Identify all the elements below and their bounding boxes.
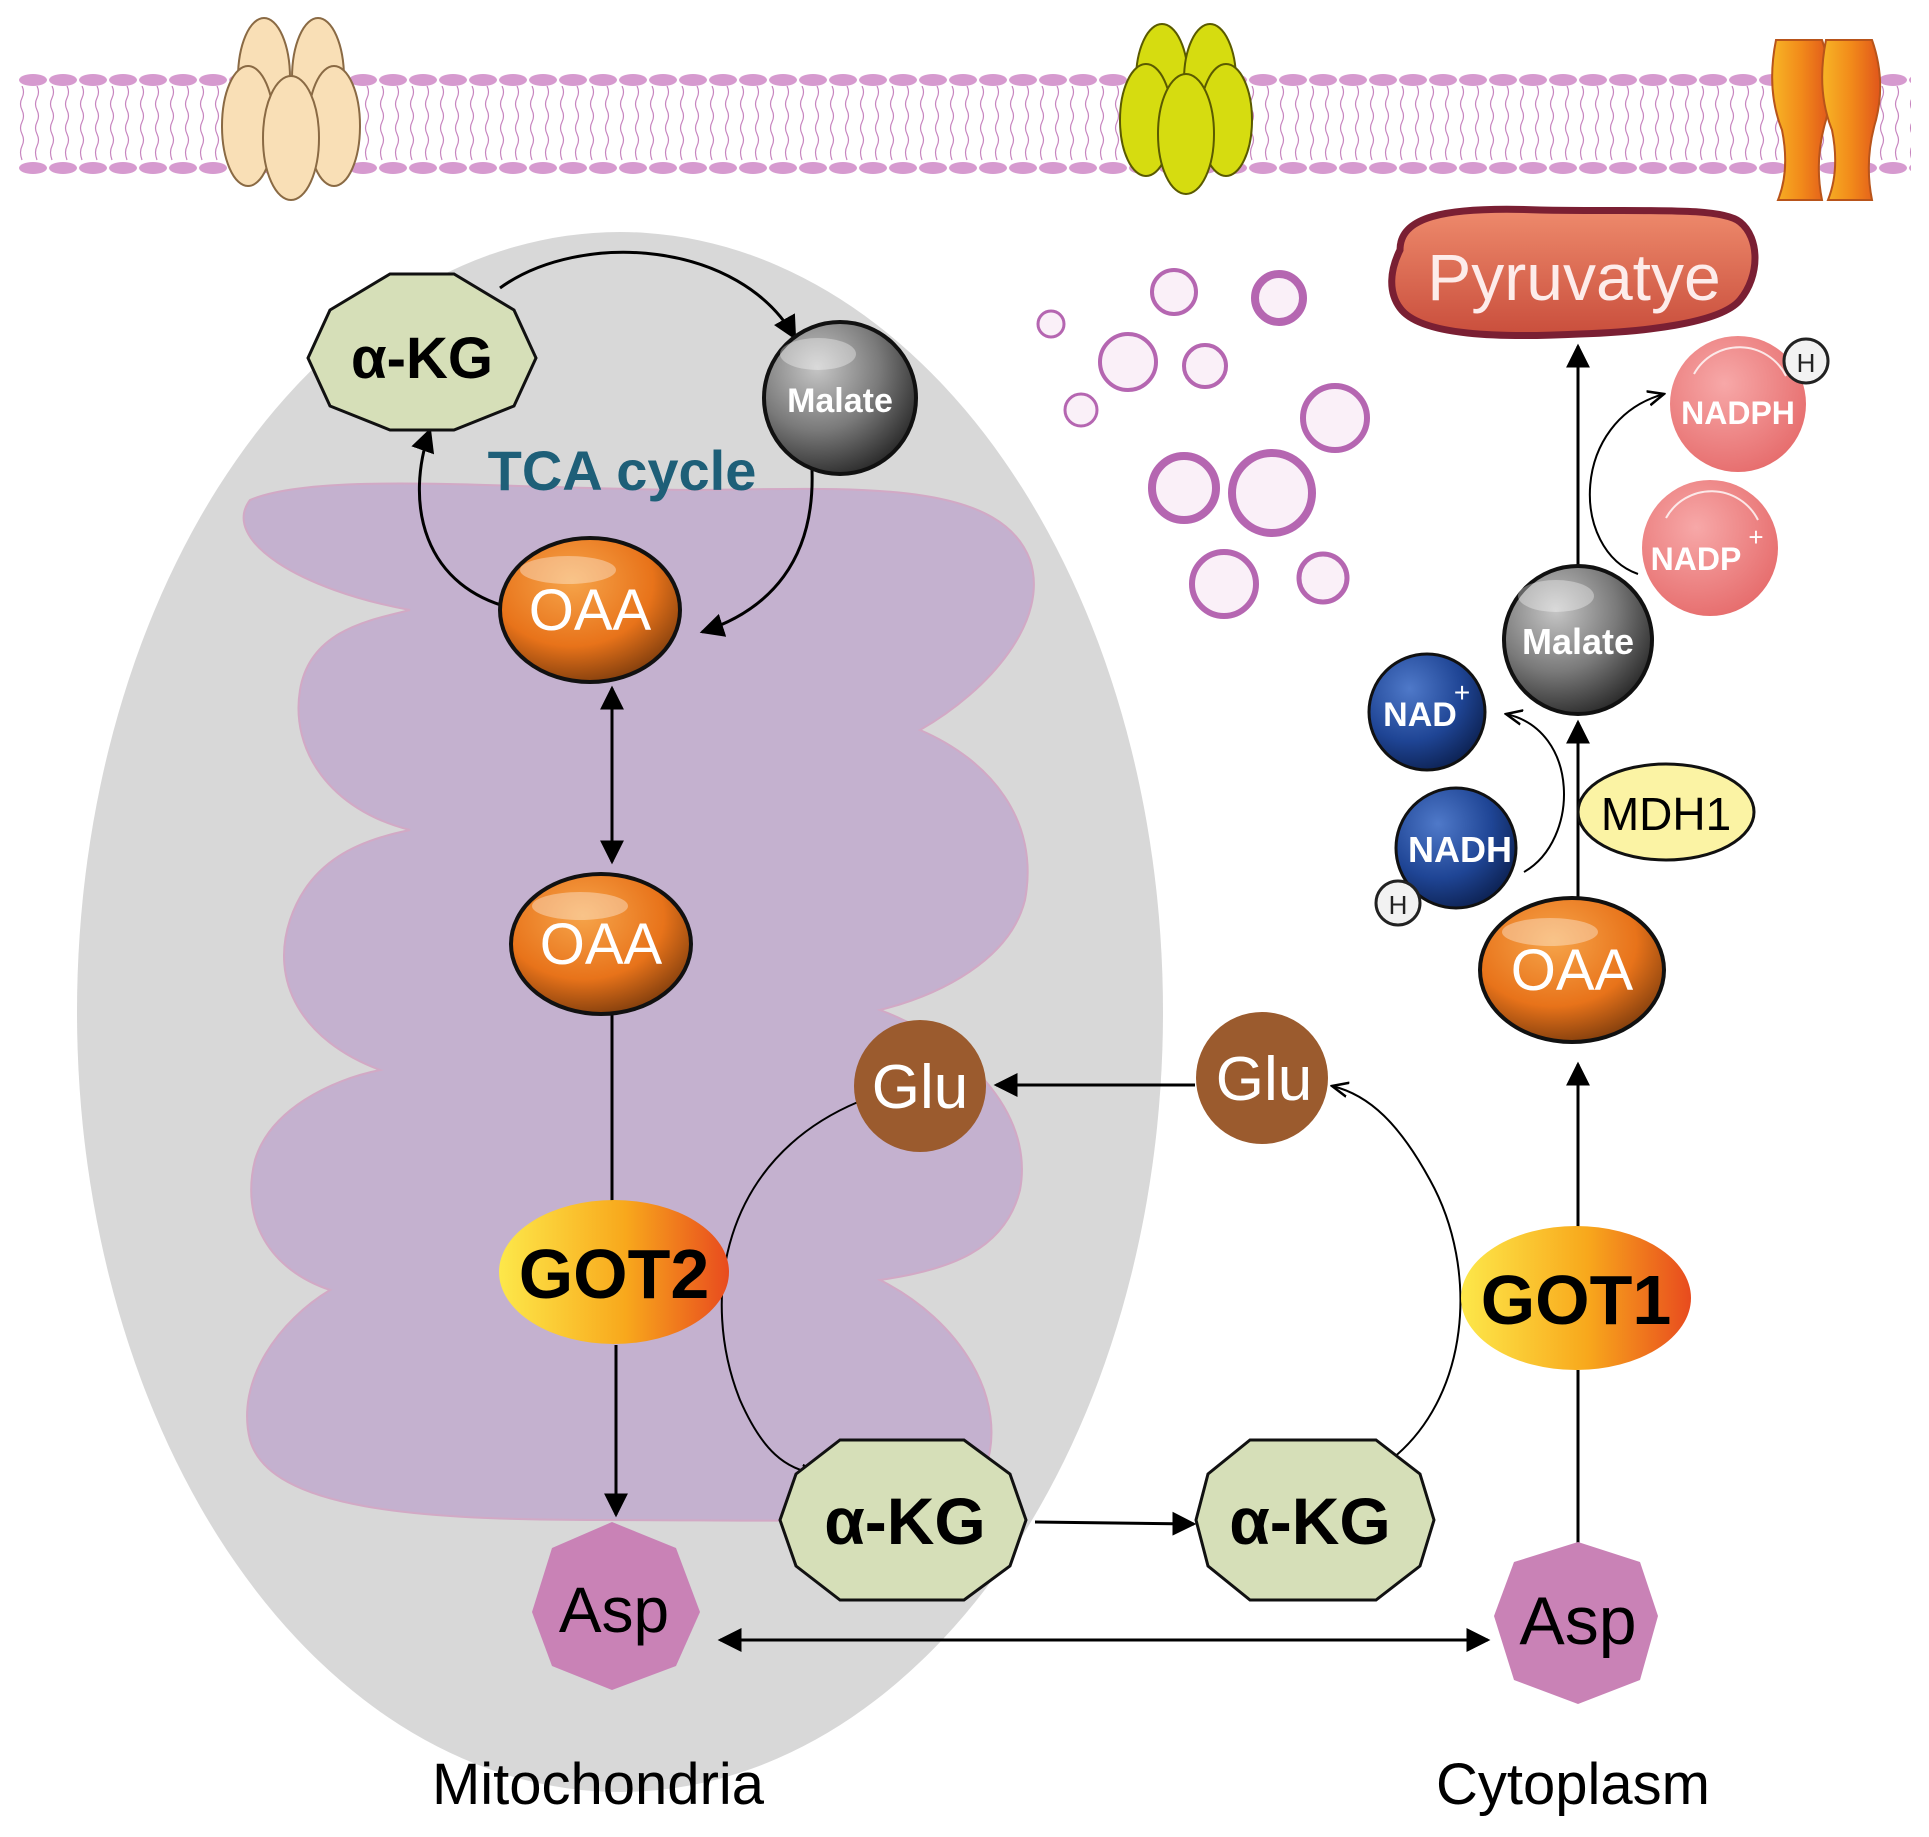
pyruvate-label: Pyruvatye	[1427, 240, 1720, 314]
mdh1-enzyme: MDH1	[1576, 762, 1756, 862]
mito-malate-node: Malate	[762, 320, 918, 476]
mito-oaa-top-label: OAA	[529, 578, 652, 643]
nadh-h-label: H	[1389, 890, 1408, 920]
cyto-oaa-node: OAA	[1478, 896, 1666, 1044]
membrane-channel-orange-icon	[1771, 39, 1882, 201]
nadph-label: NADPH	[1681, 395, 1795, 431]
nadp-plus-node: NADP +	[1642, 480, 1778, 616]
arrow-akg-to-malate	[499, 250, 797, 341]
mito-oaa-mid-node: OAA	[509, 872, 693, 1016]
cyto-glu-node: Glu	[1196, 1012, 1328, 1144]
nadph-node: NADPH H	[1670, 336, 1830, 472]
vesicles-icon	[1036, 268, 1370, 619]
mito-oaa-top-node: OAA	[498, 536, 682, 684]
got1-label: GOT1	[1481, 1261, 1672, 1339]
got2-label: GOT2	[519, 1235, 710, 1313]
nadp-plus-sup: +	[1748, 522, 1763, 552]
nadh-node: NADH H	[1374, 786, 1518, 927]
mdh1-label: MDH1	[1601, 788, 1731, 840]
got2-enzyme: GOT2	[499, 1200, 729, 1344]
akg-outer-label: α-KG	[1229, 1484, 1391, 1558]
mito-asp-node: Asp	[532, 1522, 700, 1690]
arrow-malate-to-oaa	[699, 469, 814, 637]
nadp-plus-label: NADP	[1651, 541, 1742, 577]
mito-glu-label: Glu	[872, 1053, 968, 1122]
arrow-nadp-to-nadph	[1588, 394, 1664, 575]
mito-akg-label: α-KG	[351, 326, 493, 391]
membrane-transporter-green-icon	[1119, 23, 1253, 195]
got1-enzyme: GOT1	[1461, 1226, 1691, 1370]
pyruvate-node: Pyruvatye	[1388, 205, 1759, 340]
nad-plus-label: NAD	[1383, 696, 1457, 734]
cyto-malate-label: Malate	[1522, 621, 1634, 662]
arrows	[411, 250, 1664, 1652]
cyto-malate-node: Malate	[1502, 564, 1654, 716]
mito-akg-node: α-KG	[306, 272, 538, 432]
nad-plus-node: NAD +	[1367, 652, 1487, 772]
cyto-asp-node: Asp	[1494, 1542, 1658, 1704]
cytoplasm-caption: Cytoplasm	[1436, 1752, 1710, 1817]
arrow-akg-to-glu-cyto	[1332, 1086, 1462, 1463]
arrow-glu-to-akg-mito	[720, 1101, 859, 1474]
tca-cycle-label: TCA cycle	[488, 439, 757, 502]
arrow-oaa-to-akg	[411, 427, 521, 612]
nad-plus-sup: +	[1454, 677, 1470, 708]
mito-glu-node: Glu	[854, 1020, 986, 1152]
arrow-akg-transport	[1034, 1511, 1197, 1536]
mito-malate-label: Malate	[787, 382, 893, 420]
akg-outer-node: α-KG	[1194, 1438, 1436, 1602]
cyto-oaa-label: OAA	[1511, 938, 1634, 1003]
membrane-transporter-peach-icon	[221, 17, 361, 201]
mito-asp-label: Asp	[559, 1574, 669, 1646]
mitochondria-caption: Mitochondria	[432, 1752, 765, 1817]
cyto-glu-label: Glu	[1216, 1045, 1312, 1114]
cyto-asp-label: Asp	[1519, 1583, 1636, 1659]
mito-oaa-mid-label: OAA	[540, 912, 663, 977]
akg-inner-label: α-KG	[824, 1484, 986, 1558]
akg-inner-node: α-KG	[778, 1438, 1028, 1602]
arrow-nadh-to-nad	[1506, 714, 1565, 873]
nadh-label: NADH	[1408, 829, 1512, 870]
nadph-h-label: H	[1797, 348, 1816, 378]
